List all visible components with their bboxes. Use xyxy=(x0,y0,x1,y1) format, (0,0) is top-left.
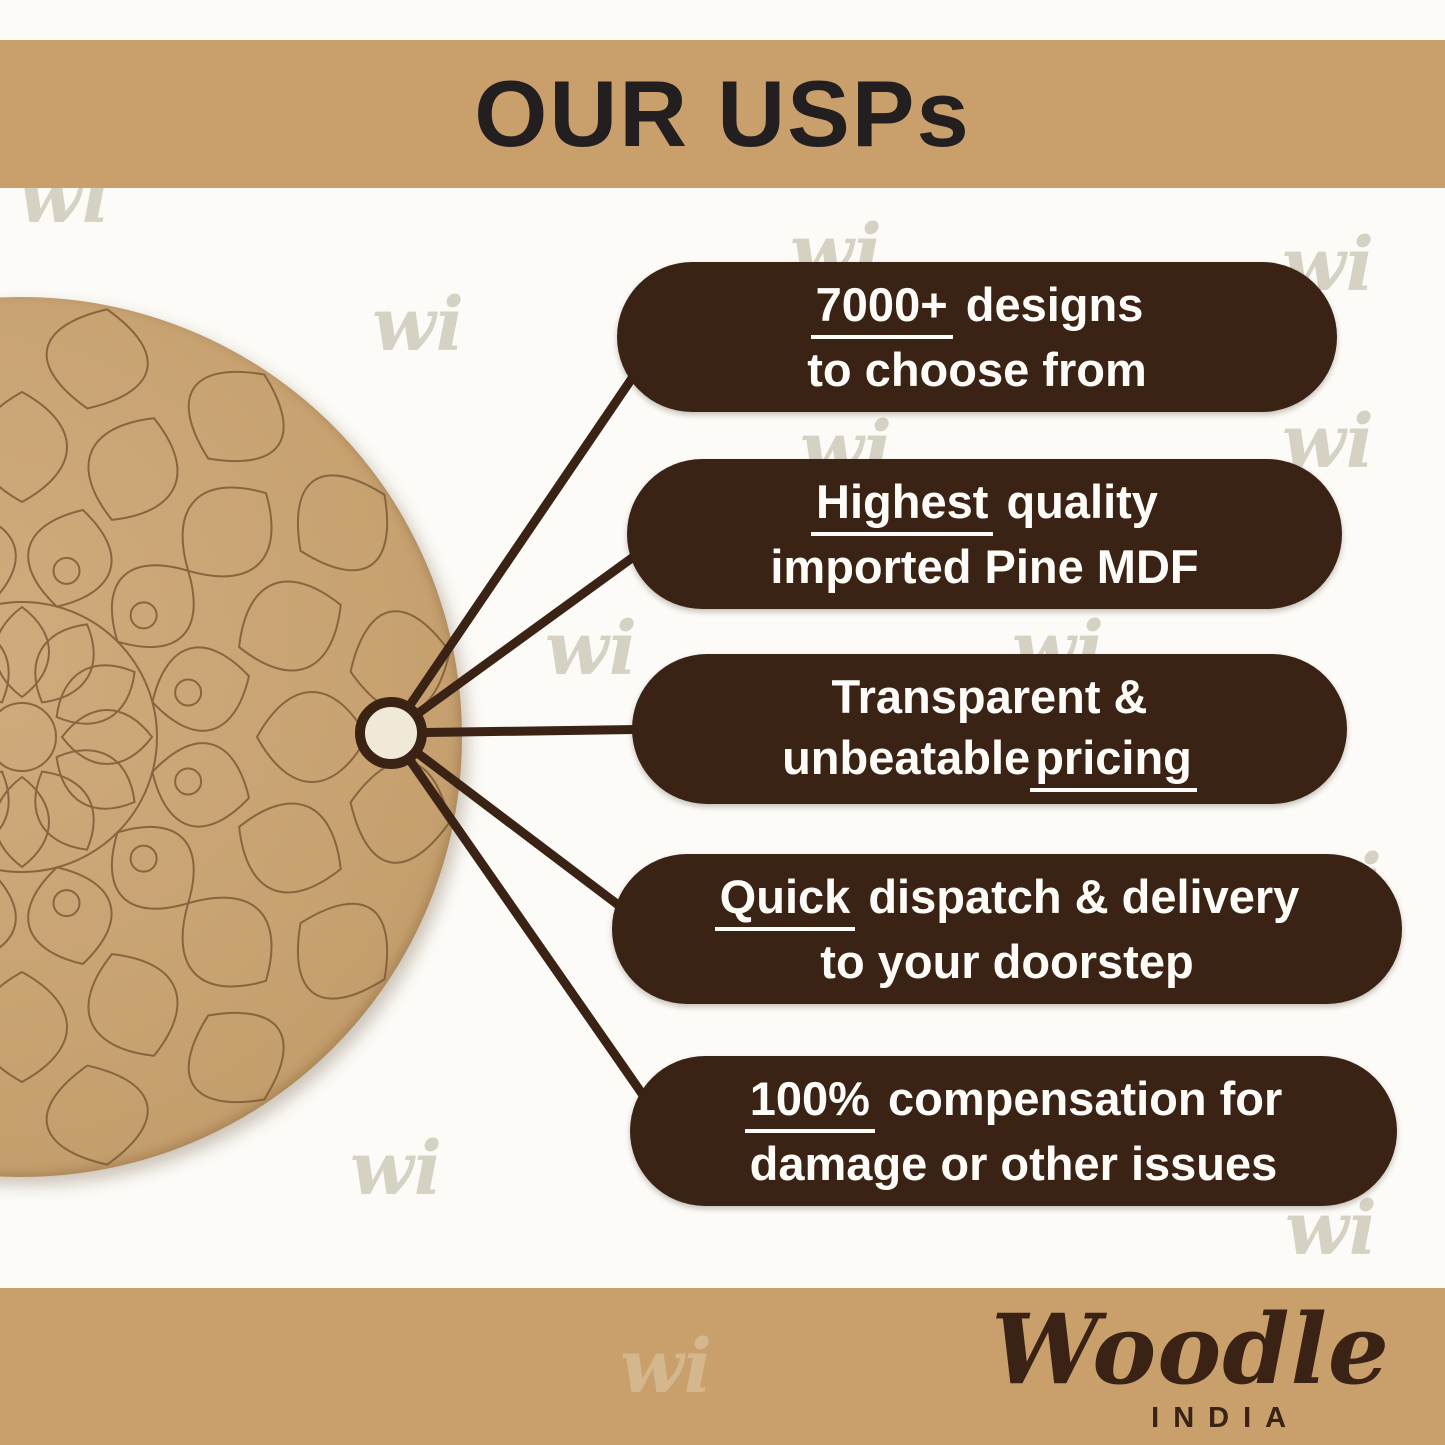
brand-watermark: wi xyxy=(545,606,637,692)
brand-watermark: wi xyxy=(350,1126,442,1212)
usp-text-line: Highest quality xyxy=(811,471,1158,536)
mandala-lineart xyxy=(0,308,451,1166)
usp-text-line: 7000+ designs xyxy=(810,274,1143,339)
usp-text-line: Quick dispatch & delivery xyxy=(714,866,1299,931)
hub-node xyxy=(355,697,427,769)
usp-text-line: imported Pine MDF xyxy=(770,540,1199,593)
usp-text-line: damage or other issues xyxy=(749,1137,1278,1190)
usp-text-line: 100% compensation for xyxy=(744,1068,1282,1133)
usp-pill-compensation: 100% compensation for damage or other is… xyxy=(630,1056,1397,1206)
footer-band xyxy=(0,1288,1445,1445)
usp-pill-quality: Highest quality imported Pine MDF xyxy=(627,459,1342,609)
brand-logo: Woodle INDIA xyxy=(991,1300,1390,1435)
brand-country: INDIA xyxy=(1151,1402,1301,1434)
page-title: OUR USPs xyxy=(474,61,971,166)
usp-text-line: Transparent & xyxy=(831,670,1148,723)
brand-name: Woodle xyxy=(991,1293,1390,1406)
brand-watermark: wi xyxy=(372,282,464,368)
usp-pill-dispatch: Quick dispatch & delivery to your doorst… xyxy=(612,854,1402,1004)
usp-text-line: to your doorstep xyxy=(820,935,1194,988)
usp-text-line: to choose from xyxy=(807,343,1147,396)
header-band: OUR USPs xyxy=(0,40,1445,188)
brand-watermark: wi xyxy=(620,1324,712,1410)
usp-pill-designs: 7000+ designs to choose from xyxy=(617,262,1337,412)
